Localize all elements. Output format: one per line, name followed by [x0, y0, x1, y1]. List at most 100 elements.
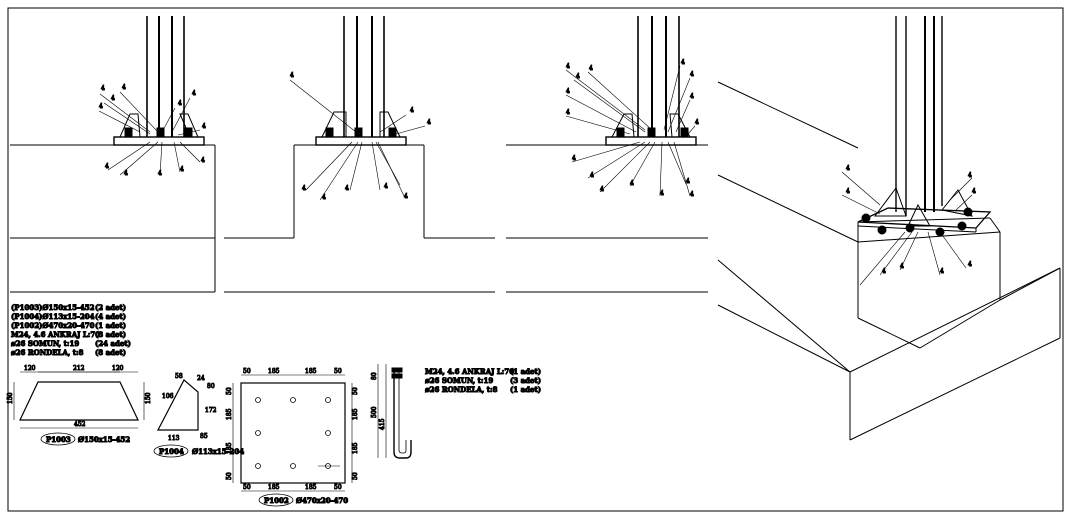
weld-label: 4 [695, 119, 699, 126]
weld-label: 4 [690, 93, 694, 100]
dim-label: 185 [226, 408, 233, 420]
weld-label: 4 [566, 88, 570, 95]
weld-label: 4 [590, 172, 594, 179]
weld-label: 4 [589, 65, 593, 72]
dim-label: 415 [379, 418, 386, 430]
material-list-right: M24, 4.6 ANKRAJ L:70 (1 adet) ø26 SOMUN,… [425, 367, 542, 395]
weld-label: 4 [681, 59, 685, 66]
weld-label: 4 [124, 170, 128, 177]
weld-label: 4 [99, 103, 103, 110]
dim-label: 150 [145, 392, 152, 404]
dim-label: 185 [268, 368, 280, 375]
weld-label: 4 [566, 109, 570, 116]
material-qty: (24 adet) [95, 339, 131, 348]
weld-label: 4 [158, 170, 162, 177]
weld-label: 4 [572, 155, 576, 162]
dim-label: 120 [112, 365, 124, 372]
material-list-left: (P1003)Ø150x15-452 (2 adet) (P1004)Ø113x… [11, 303, 132, 358]
weld-label: 4 [410, 107, 414, 114]
material-qty: (1 adet) [510, 367, 541, 376]
weld-label: 4 [690, 71, 694, 78]
part-spec: Ø113x15-204 [192, 447, 244, 456]
material-line: (P1002)Ø470x20-470 [11, 321, 95, 330]
dim-label: 452 [74, 421, 86, 428]
material-qty: (8 adet) [95, 330, 126, 339]
dim-label: 113 [168, 435, 180, 442]
detail-anchor-bolt: 80 500 415 [371, 364, 412, 459]
material-qty: (2 adet) [95, 303, 126, 312]
weld-label: 4 [345, 185, 349, 192]
sheet-border [7, 7, 1064, 512]
dim-label: 80 [371, 372, 378, 380]
dim-label: 50 [243, 484, 251, 491]
part-spec: Ø470x20-470 [296, 496, 348, 505]
detail-p1004: 106 58 24 80 172 113 85 P1004 Ø113x15-20… [153, 373, 245, 458]
dim-label: 58 [175, 373, 183, 380]
weld-label: 4 [178, 100, 182, 107]
part-spec: Ø150x15-452 [78, 435, 130, 444]
material-line: M24, 4.6 ANKRAJ L:70 [425, 367, 514, 376]
material-line: (P1003)Ø150x15-452 [11, 303, 95, 312]
dim-label: 120 [24, 365, 36, 372]
dim-label: 85 [200, 433, 208, 440]
material-qty: (1 adet) [510, 385, 541, 394]
weld-label: 4 [404, 193, 408, 200]
dim-label: 50 [243, 368, 251, 375]
dim-label: 172 [205, 407, 217, 414]
weld-label: 4 [302, 185, 306, 192]
material-line: ø26 SOMUN, t:19 [425, 376, 493, 385]
weld-label: 4 [290, 72, 294, 79]
dim-label: 150 [7, 392, 14, 404]
dim-label: 80 [207, 383, 215, 390]
elevation-view-1: 4 4 4 4 4 4 4 4 4 4 4 4 [10, 16, 216, 293]
dim-label: 185 [226, 442, 233, 454]
dim-label: 50 [334, 368, 342, 375]
weld-label: 4 [180, 166, 184, 173]
material-qty: (8 adet) [95, 348, 126, 357]
dim-label: 50 [226, 472, 233, 480]
weld-label: 4 [322, 194, 326, 201]
material-qty: (3 adet) [510, 376, 541, 385]
detail-p1003: 120 212 120 150 150 452 P1003 Ø150x15-45… [7, 365, 153, 446]
material-qty: (1 adet) [95, 321, 126, 330]
dim-label: 50 [352, 387, 359, 395]
weld-label: 4 [192, 90, 196, 97]
weld-label: 4 [111, 95, 115, 102]
isometric-view: 4 4 4 4 4 4 4 4 [717, 16, 1061, 441]
material-qty: (4 adet) [95, 312, 126, 321]
weld-label: 4 [630, 180, 634, 187]
weld-label: 4 [600, 186, 604, 193]
weld-label: 4 [566, 63, 570, 70]
part-tag: P1004 [159, 447, 184, 456]
material-line: ø26 RONDELA, t:8 [425, 385, 498, 394]
weld-label: 4 [660, 190, 664, 197]
elevation-view-3: 4 4 4 4 4 4 4 4 4 4 4 4 4 4 4 4 [506, 16, 708, 293]
weld-label: 4 [576, 73, 580, 80]
weld-label: 4 [101, 85, 105, 92]
weld-label: 4 [122, 84, 126, 91]
detail-p1002: 50 185 185 50 50 185 185 50 50 185 185 5… [226, 368, 360, 507]
material-line: ø26 RONDELA, t:8 [11, 348, 84, 357]
part-tag: P1003 [46, 435, 71, 444]
dim-label: 185 [352, 408, 359, 420]
dim-label: 24 [197, 375, 205, 382]
weld-label: 4 [846, 165, 850, 172]
elevation-view-2: 4 4 4 4 4 4 4 4 [224, 16, 495, 293]
dim-label: 185 [305, 368, 317, 375]
weld-label: 4 [202, 123, 206, 130]
weld-label: 4 [105, 163, 109, 170]
dim-label: 185 [352, 442, 359, 454]
material-line: (P1004)Ø113x15-204 [11, 312, 95, 321]
weld-label: 4 [690, 191, 694, 198]
weld-label: 4 [846, 188, 850, 195]
dim-label: 185 [305, 484, 317, 491]
weld-label: 4 [968, 172, 972, 179]
part-tag: P1002 [264, 496, 289, 505]
dim-label: 50 [352, 472, 359, 480]
dim-label: 106 [162, 393, 174, 400]
weld-label: 4 [427, 119, 431, 126]
material-line: ø26 SOMUN, t:19 [11, 339, 79, 348]
dim-label: 185 [268, 484, 280, 491]
weld-label: 4 [686, 178, 690, 185]
dim-label: 50 [226, 387, 233, 395]
